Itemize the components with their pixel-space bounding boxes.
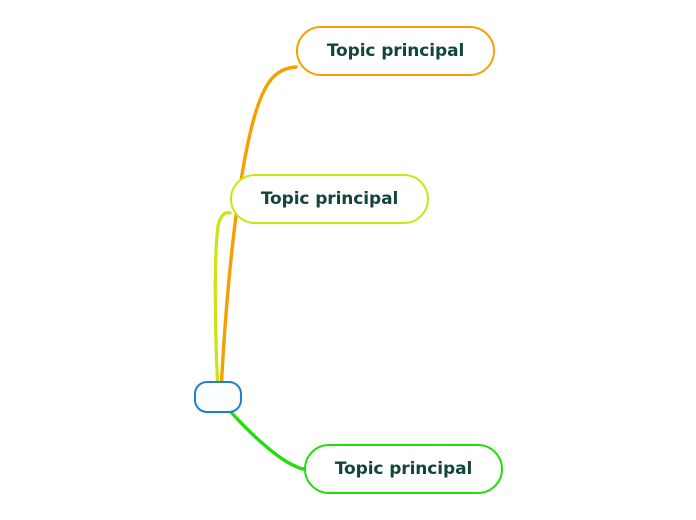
mindmap-node-topic-3[interactable]: Topic principal — [304, 444, 503, 494]
topic-3-label: Topic principal — [334, 458, 473, 479]
branch-connector-topic-3 — [227, 408, 306, 471]
topic-1-label: Topic principal — [326, 40, 465, 61]
branch-connector-topic-2 — [213, 211, 232, 384]
branch-connector-topic-1 — [219, 65, 298, 384]
topic-2-label: Topic principal — [260, 188, 399, 209]
mindmap-node-topic-1[interactable]: Topic principal — [296, 26, 495, 76]
mindmap-root-node[interactable] — [194, 381, 242, 413]
mindmap-node-topic-2[interactable]: Topic principal — [230, 174, 429, 224]
